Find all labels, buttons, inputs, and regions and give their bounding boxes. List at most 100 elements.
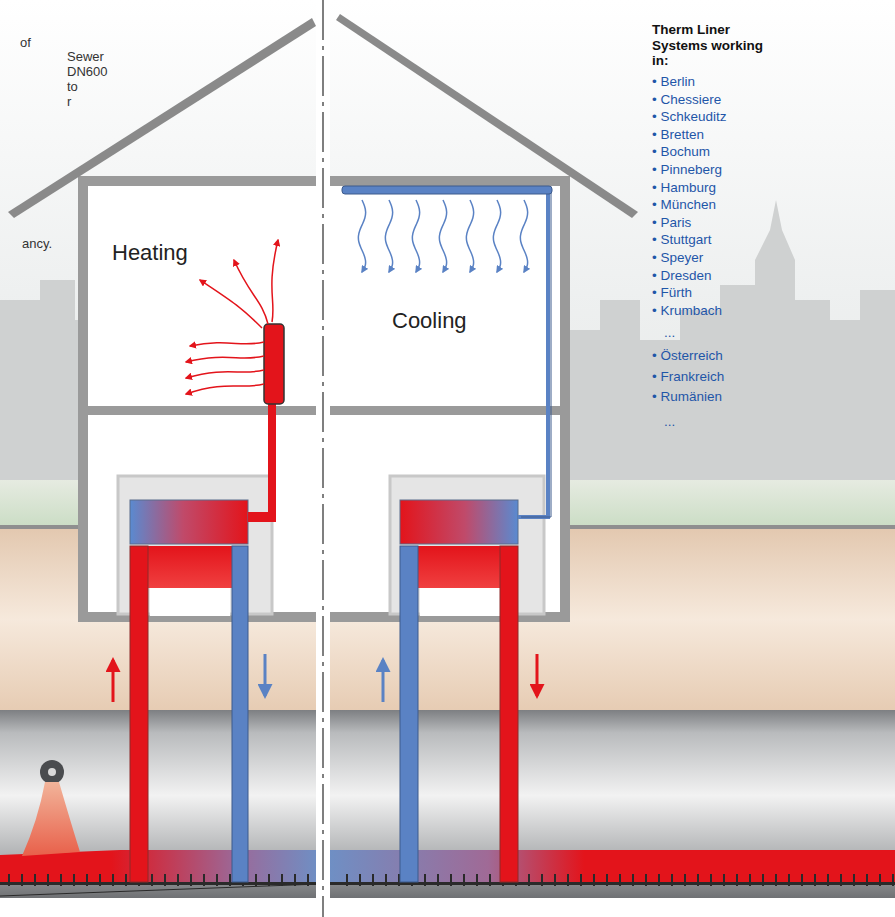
exchanger-tick xyxy=(8,874,10,886)
list-item: ... xyxy=(664,325,675,341)
path-shape xyxy=(190,342,264,346)
rect-shape xyxy=(78,176,88,622)
path-shape xyxy=(234,260,268,324)
cut-note: Sewer xyxy=(67,50,104,65)
line-shape xyxy=(382,660,385,702)
exchanger-tick xyxy=(34,874,36,886)
exchanger-tick xyxy=(190,874,192,886)
cooling-arrow xyxy=(493,200,500,272)
list-heading: Therm Liner Systems working in: xyxy=(652,22,774,69)
rect-shape xyxy=(78,176,318,622)
cooling-arrow xyxy=(439,200,446,272)
exchanger-tick xyxy=(151,874,153,886)
heat-pump-right xyxy=(342,186,552,882)
exchanger-tick xyxy=(281,874,283,886)
exchanger-tick xyxy=(294,874,296,886)
cut-note: r xyxy=(67,95,71,110)
rect-shape xyxy=(130,546,148,882)
rect-shape xyxy=(264,324,284,404)
list-item: • Pinneberg xyxy=(652,162,722,178)
mode-label: Heating xyxy=(112,240,188,265)
cooling-arrow xyxy=(412,200,419,272)
list-item: • Frankreich xyxy=(652,369,724,385)
line-shape xyxy=(112,660,115,702)
list-item: ... xyxy=(664,414,675,430)
cut-note: DN600 xyxy=(67,65,107,80)
exchanger-tick xyxy=(177,874,179,886)
rect-shape xyxy=(342,186,552,194)
exchanger-tick xyxy=(268,874,270,886)
list-item: • Schkeuditz xyxy=(652,109,727,125)
path-shape xyxy=(186,370,264,378)
path-shape xyxy=(272,240,278,322)
list-item: • Österreich xyxy=(652,348,723,364)
rect-shape xyxy=(330,176,570,186)
list-item: • Bretten xyxy=(652,127,704,143)
list-item: • Bochum xyxy=(652,144,710,160)
list-item: • München xyxy=(652,197,716,213)
divider xyxy=(316,0,330,917)
rect-shape xyxy=(130,500,248,544)
rect-shape xyxy=(268,400,276,522)
exchanger-edge xyxy=(0,884,895,896)
list-item: • Berlin xyxy=(652,74,695,90)
rect-shape xyxy=(560,176,570,622)
cooling-arrow xyxy=(520,200,527,272)
exchanger-tick xyxy=(216,874,218,886)
rect-shape xyxy=(150,588,230,616)
path-shape xyxy=(336,14,638,218)
heat-pump-left xyxy=(118,324,284,882)
line-shape xyxy=(264,654,267,696)
cut-note: ancy. xyxy=(22,237,52,252)
rect-shape xyxy=(500,546,518,882)
cut-note: to xyxy=(67,80,78,95)
exchanger-tick xyxy=(47,874,49,886)
list-item: • Chessiere xyxy=(652,92,721,108)
rect-shape xyxy=(400,546,418,882)
rect-shape xyxy=(420,588,500,616)
house-left xyxy=(8,18,318,622)
cooling-arrow xyxy=(385,200,392,272)
exchanger-tick xyxy=(125,874,127,886)
exchanger-tick xyxy=(86,874,88,886)
list-item: • Stuttgart xyxy=(652,232,712,248)
list-item: • Dresden xyxy=(652,268,712,284)
exchanger-tick xyxy=(255,874,257,886)
exchanger-tick xyxy=(99,874,101,886)
below-pipe xyxy=(0,898,895,917)
list-item: • Krumbach xyxy=(652,303,722,319)
exchanger-tick xyxy=(60,874,62,886)
exchanger-tick xyxy=(73,874,75,886)
exchanger-tick xyxy=(112,874,114,886)
rect-shape xyxy=(330,176,570,622)
rect-shape xyxy=(0,0,1,1)
path-shape xyxy=(186,356,264,362)
list-item: • Paris xyxy=(652,215,691,231)
exchanger-tick xyxy=(229,874,231,886)
inlet xyxy=(48,768,56,776)
rect-shape xyxy=(330,406,560,415)
rect-shape xyxy=(400,500,518,544)
cooling-arrows xyxy=(358,200,527,272)
divider-line xyxy=(322,0,324,917)
exchanger-tick xyxy=(203,874,205,886)
path-shape xyxy=(200,280,262,328)
exchanger-tick xyxy=(21,874,23,886)
list-item: • Speyer xyxy=(652,250,703,266)
list-item: • Rumänien xyxy=(652,389,722,405)
cooling-arrow xyxy=(358,200,365,272)
path-shape xyxy=(8,18,316,218)
exchanger-tick xyxy=(164,874,166,886)
list-item: • Hamburg xyxy=(652,180,716,196)
path-shape xyxy=(521,192,551,517)
inflow xyxy=(22,782,80,856)
cooling-arrow xyxy=(466,200,473,272)
rect-shape xyxy=(88,406,318,415)
house-right xyxy=(330,14,638,622)
list-item: • Fürth xyxy=(652,285,692,301)
path-shape xyxy=(518,192,548,517)
inlet xyxy=(40,760,64,784)
heating-arrows xyxy=(186,240,278,394)
